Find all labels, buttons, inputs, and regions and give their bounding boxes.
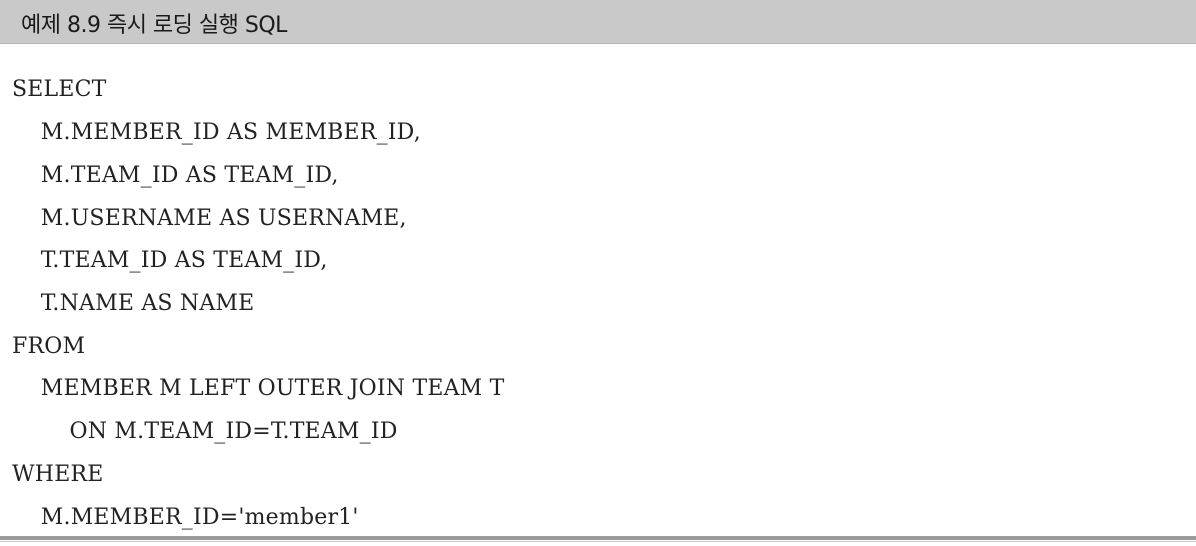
code-line: T.TEAM_ID AS TEAM_ID, [12, 248, 328, 273]
bottom-divider-shadow [0, 541, 1196, 542]
code-line: M.MEMBER_ID AS MEMBER_ID, [12, 120, 421, 145]
bottom-divider [0, 536, 1196, 540]
code-line: M.MEMBER_ID='member1' [12, 505, 359, 530]
code-line: M.USERNAME AS USERNAME, [12, 206, 407, 231]
code-line: SELECT [12, 77, 107, 102]
code-line: ON M.TEAM_ID=T.TEAM_ID [12, 419, 398, 444]
code-line: T.NAME AS NAME [12, 291, 255, 316]
code-line: FROM [12, 334, 86, 359]
code-line: M.TEAM_ID AS TEAM_ID, [12, 163, 339, 188]
example-caption-bar: 예제 8.9 즉시 로딩 실행 SQL [0, 0, 1196, 44]
example-caption-title: 예제 8.9 즉시 로딩 실행 SQL [21, 13, 287, 38]
code-line: MEMBER M LEFT OUTER JOIN TEAM T [12, 376, 505, 401]
code-line: WHERE [12, 462, 104, 487]
